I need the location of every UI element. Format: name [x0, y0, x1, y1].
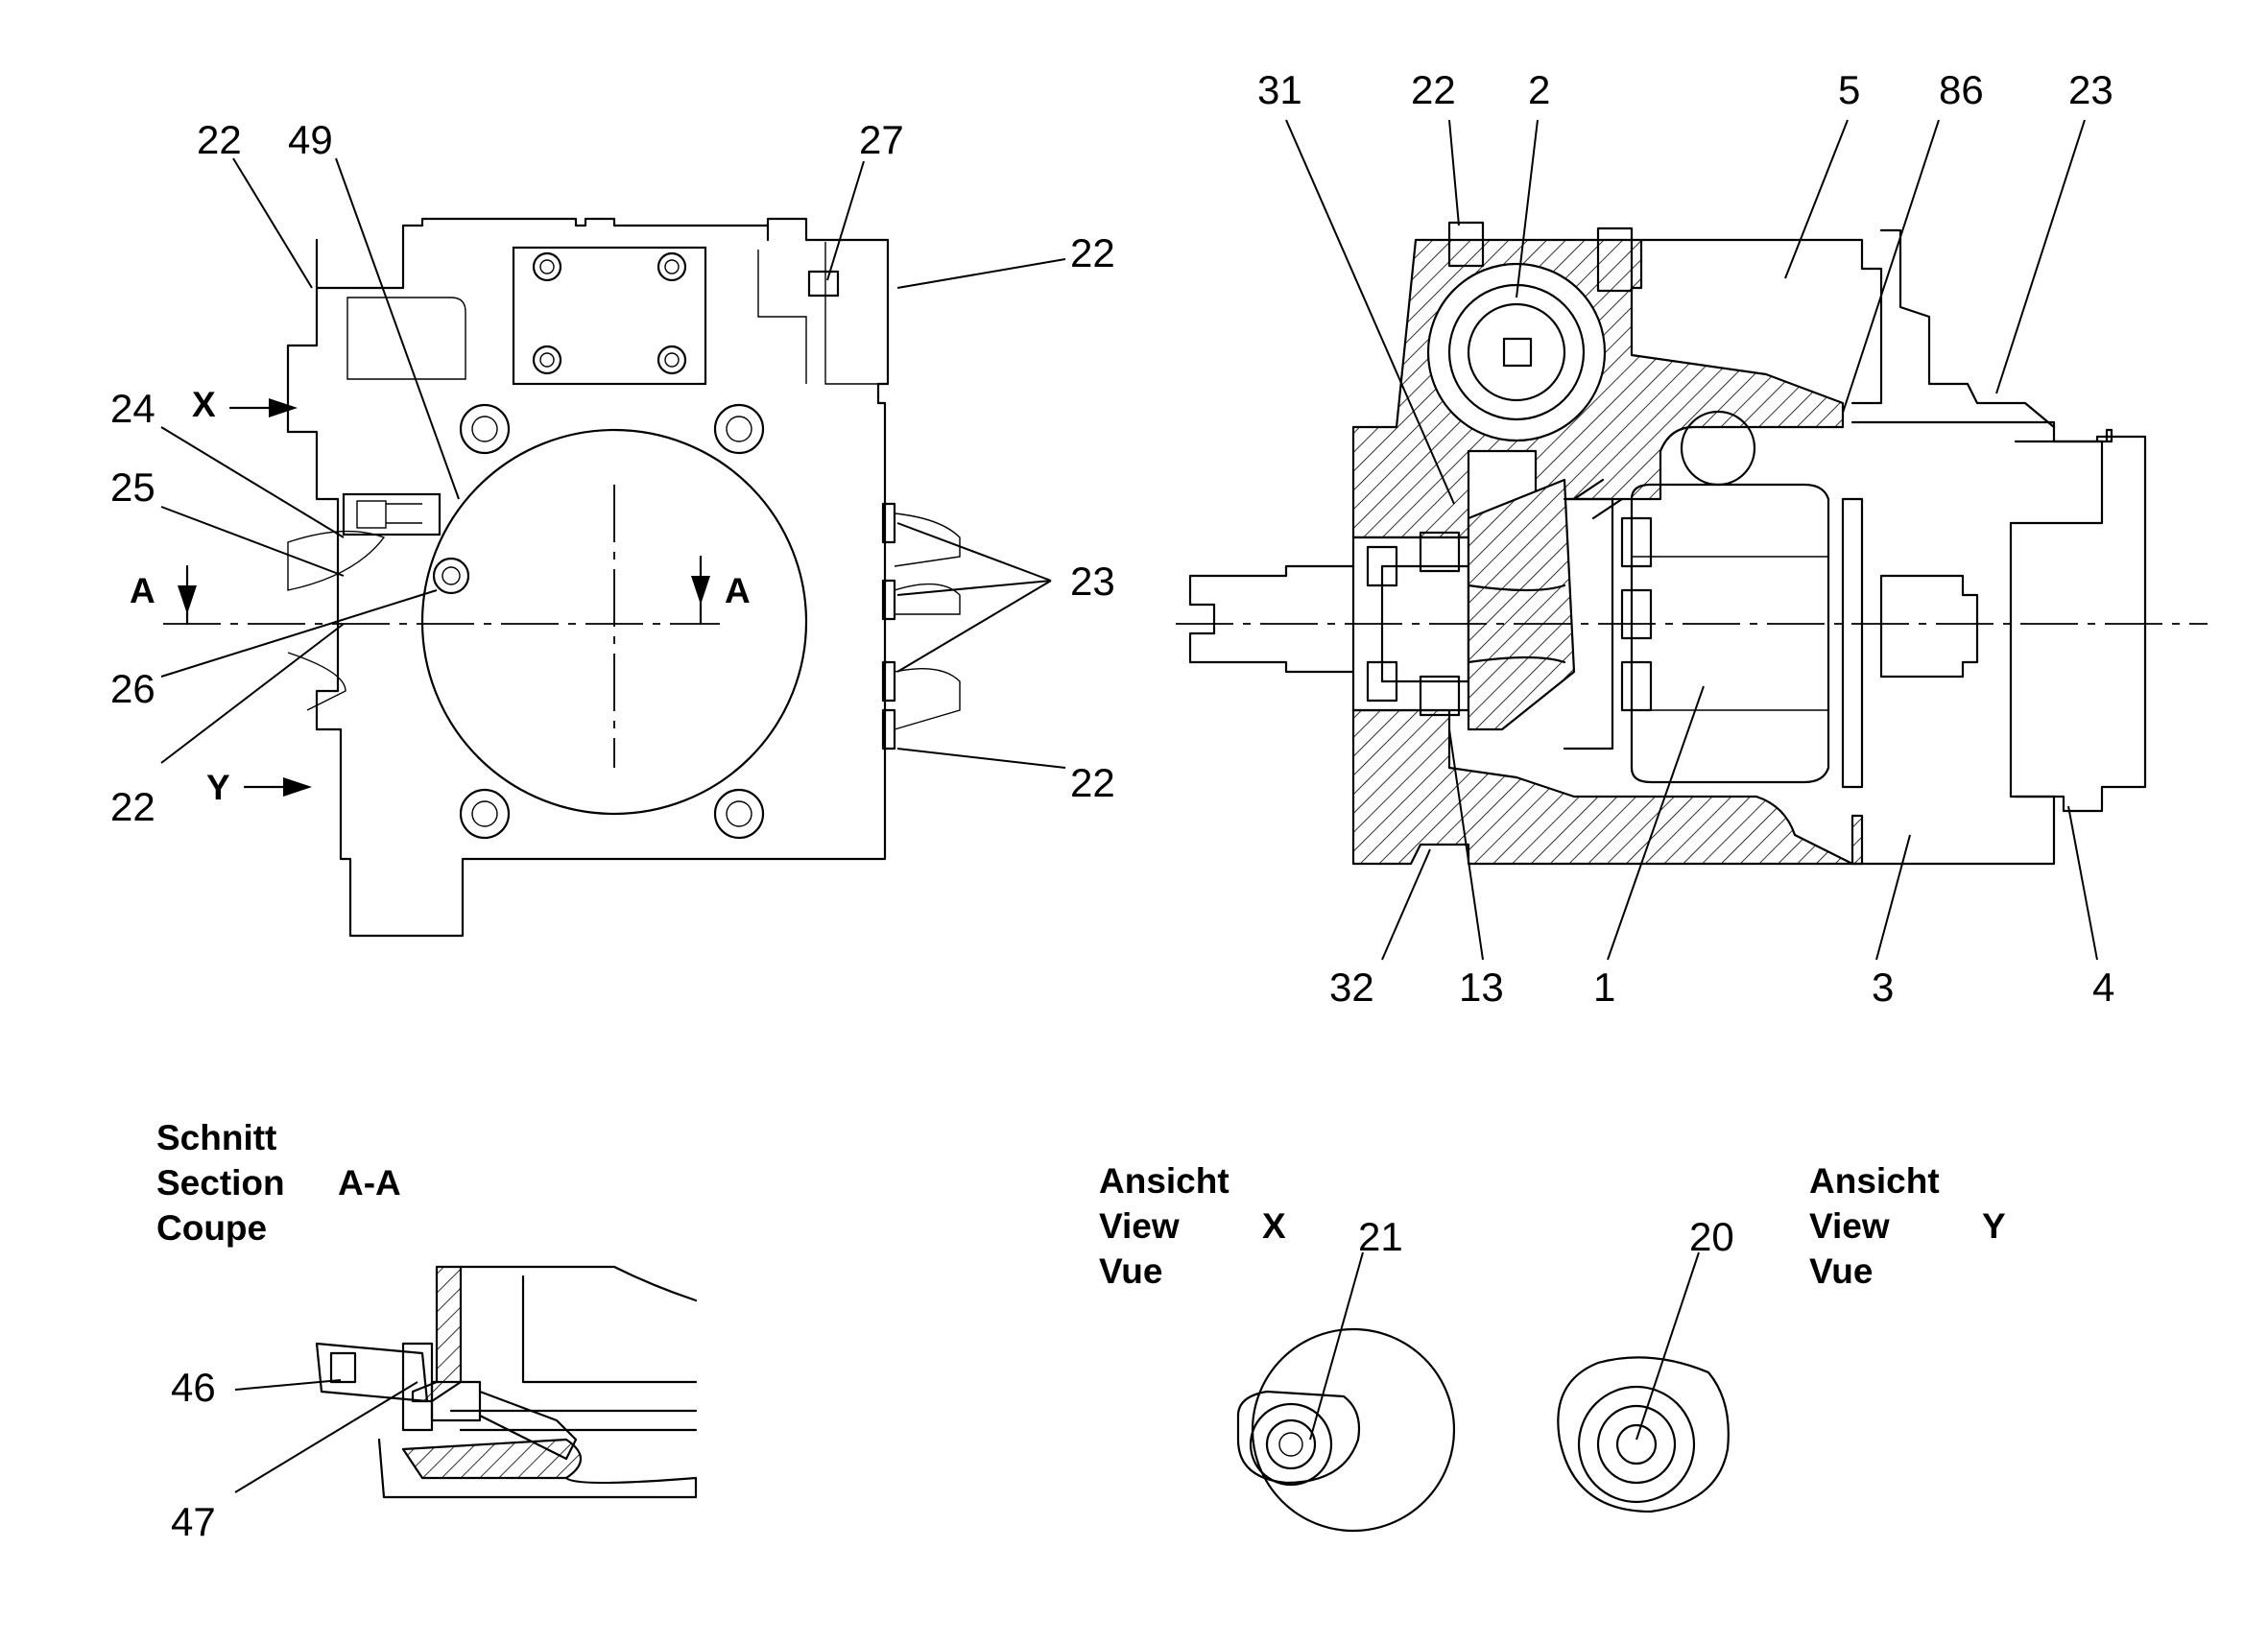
callout-49: 49	[288, 117, 333, 162]
svg-text:Y: Y	[1982, 1206, 2006, 1246]
section-a-a	[234, 1265, 698, 1499]
callout-86: 86	[1939, 67, 1984, 112]
callout-22: 22	[1070, 230, 1115, 275]
callout-47: 47	[171, 1499, 216, 1544]
svg-text:Section: Section	[156, 1163, 285, 1203]
cross-section-leaders	[1285, 119, 2098, 961]
sensor-body	[1426, 262, 1607, 442]
callout-20: 20	[1689, 1214, 1734, 1259]
callout-2: 2	[1528, 67, 1550, 112]
view-marker-y: Y	[206, 768, 230, 807]
main-bore	[420, 428, 808, 816]
view-marker-x: X	[192, 385, 216, 424]
top-valve-plate	[512, 246, 707, 386]
svg-text:Vue: Vue	[1809, 1251, 1873, 1291]
housing-lower	[1351, 708, 1864, 866]
svg-text:View: View	[1099, 1206, 1180, 1246]
callout-24: 24	[110, 386, 155, 431]
callout-22: 22	[110, 784, 155, 829]
callout-31: 31	[1257, 67, 1302, 112]
callout-5: 5	[1838, 67, 1860, 112]
callout-26: 26	[110, 666, 155, 711]
svg-text:Schnitt: Schnitt	[156, 1118, 276, 1157]
svg-text:Coupe: Coupe	[156, 1208, 267, 1248]
svg-text:X: X	[1262, 1206, 1286, 1246]
drive-shaft	[1188, 564, 1365, 674]
svg-text:Ansicht: Ansicht	[1809, 1161, 1940, 1201]
end-housing	[1850, 420, 2104, 866]
svg-text:A-A: A-A	[338, 1163, 401, 1203]
section-marker-left: A	[130, 571, 155, 610]
callout-46: 46	[171, 1365, 216, 1410]
end-view	[163, 217, 961, 938]
callout-25: 25	[110, 465, 155, 510]
view-markers: A A X Y	[130, 385, 751, 807]
view-y-title: Ansicht View Vue Y	[1809, 1161, 2006, 1291]
end-cap	[2014, 428, 2147, 813]
callout-1: 1	[1593, 965, 1615, 1010]
flange-bolt	[459, 403, 765, 840]
callout-22: 22	[197, 117, 242, 162]
cylinder-block	[1630, 483, 1830, 784]
callout-4: 4	[2092, 965, 2114, 1010]
view-x-title: Ansicht View Vue X	[1099, 1161, 1286, 1291]
view-y	[1557, 1251, 1730, 1513]
callout-32: 32	[1329, 965, 1374, 1010]
section-marker-right: A	[725, 571, 751, 610]
callout-22: 22	[1070, 760, 1115, 805]
section-title: Schnitt Section Coupe A-A	[156, 1118, 401, 1248]
callout-22: 22	[1411, 67, 1456, 112]
callout-27: 27	[859, 117, 904, 162]
callout-13: 13	[1459, 965, 1504, 1010]
plate-bolt	[532, 251, 687, 375]
callout-21: 21	[1358, 1214, 1403, 1259]
callout-3: 3	[1872, 965, 1894, 1010]
end-view-leaders	[160, 157, 1066, 769]
svg-text:View: View	[1809, 1206, 1890, 1246]
svg-text:Vue: Vue	[1099, 1251, 1162, 1291]
view-x	[1236, 1251, 1456, 1533]
svg-text:Ansicht: Ansicht	[1099, 1161, 1229, 1201]
cross-section-view	[1176, 221, 2208, 866]
right-plugs	[881, 502, 961, 751]
callout-23: 23	[2068, 67, 2113, 112]
callout-23: 23	[1070, 559, 1115, 604]
callout-labels: 22 49 27 22 24 25 26 22 23 22 31 22 2 5 …	[110, 67, 2114, 1544]
